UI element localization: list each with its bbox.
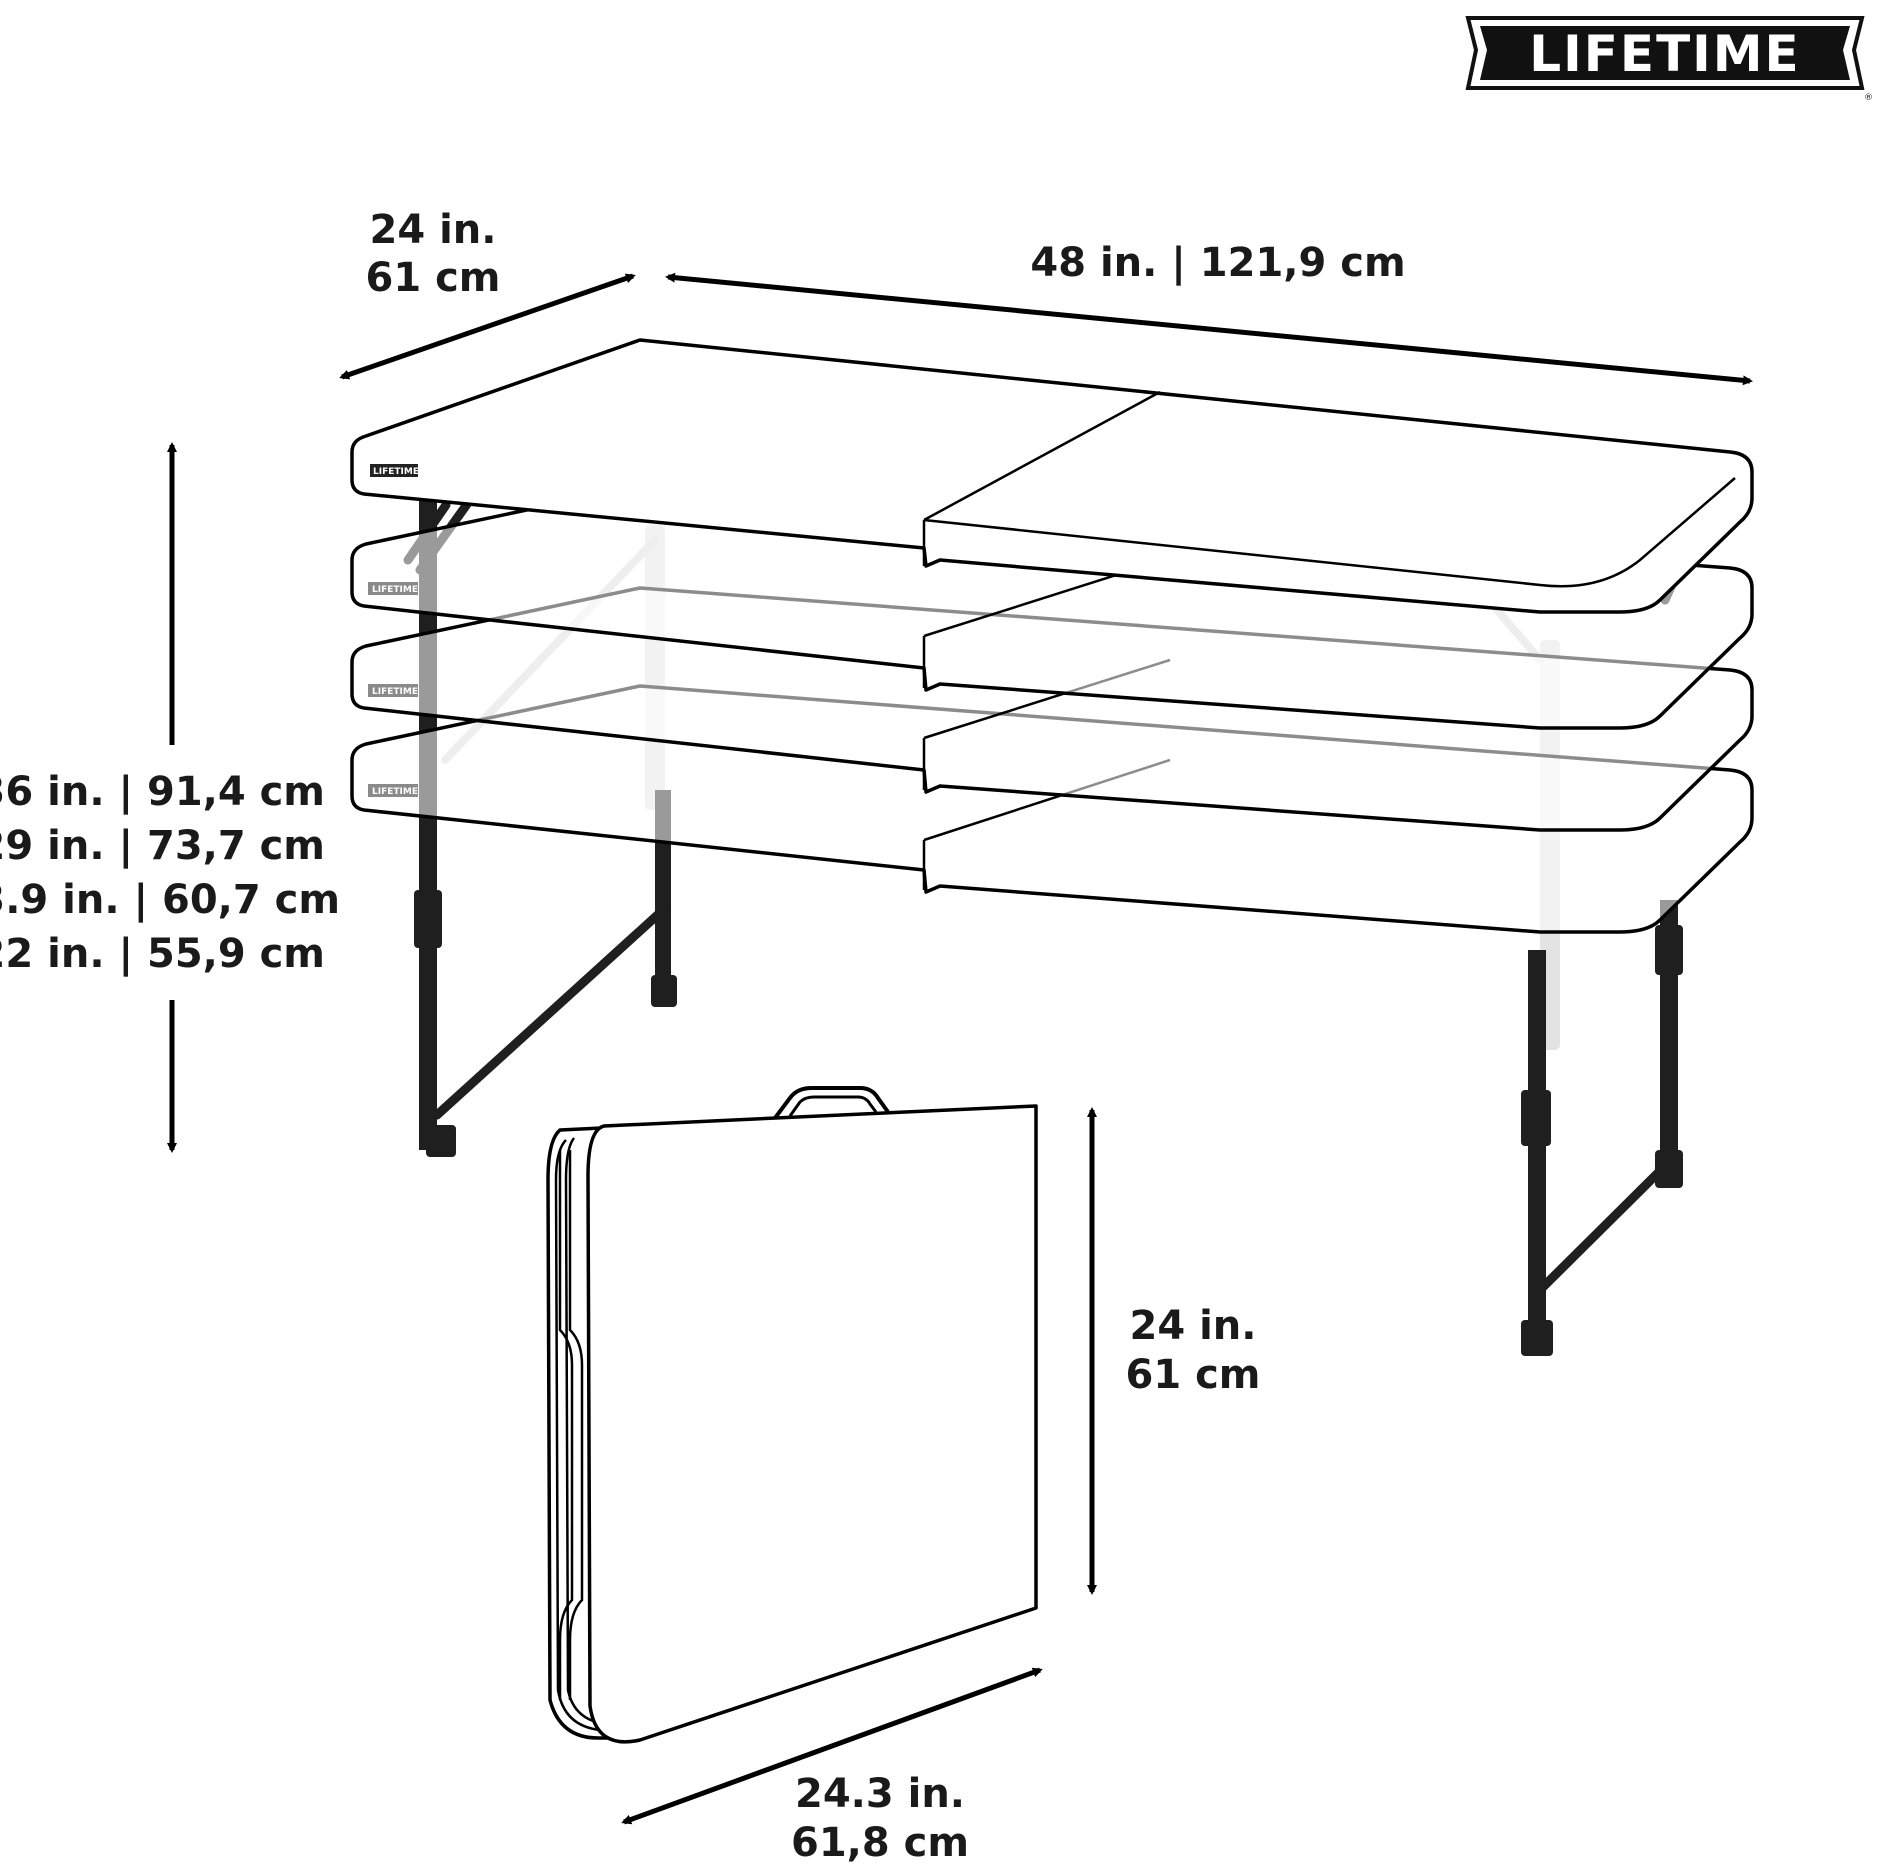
svg-text:LIFETIME: LIFETIME bbox=[372, 787, 418, 797]
height-dimension: 36 in. | 91,4 cm 29 in. | 73,7 cm 23.9 i… bbox=[0, 442, 340, 1153]
depth-metric-label: 61 cm bbox=[366, 255, 501, 301]
height-label-36in: 36 in. | 91,4 cm bbox=[0, 769, 325, 816]
folded-height-dimension: 24 in. 61 cm bbox=[1087, 1107, 1261, 1595]
height-label-22in: 22 in. | 55,9 cm bbox=[0, 931, 325, 978]
svg-text:LIFETIME: LIFETIME bbox=[372, 687, 418, 697]
depth-dimension: 24 in. 61 cm bbox=[339, 207, 636, 380]
svg-text:LIFETIME: LIFETIME bbox=[373, 467, 419, 477]
folded-table bbox=[546, 1086, 1038, 1744]
folded-height-metric-label: 61 cm bbox=[1126, 1352, 1261, 1398]
folded-width-metric-label: 61,8 cm bbox=[791, 1820, 969, 1864]
folded-width-imperial-label: 24.3 in. bbox=[795, 1771, 965, 1817]
length-dimension: 48 in. | 121,9 cm bbox=[665, 240, 1753, 386]
depth-imperial-label: 24 in. bbox=[370, 207, 497, 253]
height-label-23-9in: 23.9 in. | 60,7 cm bbox=[0, 877, 340, 924]
folded-width-dimension: 24.3 in. 61,8 cm bbox=[621, 1667, 1043, 1864]
logo-wordmark: LIFETIME bbox=[1529, 25, 1800, 83]
table-top-level-36in: LIFETIME bbox=[350, 338, 1754, 614]
folded-height-imperial-label: 24 in. bbox=[1130, 1303, 1257, 1349]
length-label: 48 in. | 121,9 cm bbox=[1030, 240, 1405, 287]
lifetime-logo: LIFETIME ® bbox=[1465, 16, 1873, 103]
svg-text:LIFETIME: LIFETIME bbox=[372, 585, 418, 595]
registered-mark: ® bbox=[1864, 93, 1873, 103]
height-label-29in: 29 in. | 73,7 cm bbox=[0, 823, 325, 870]
